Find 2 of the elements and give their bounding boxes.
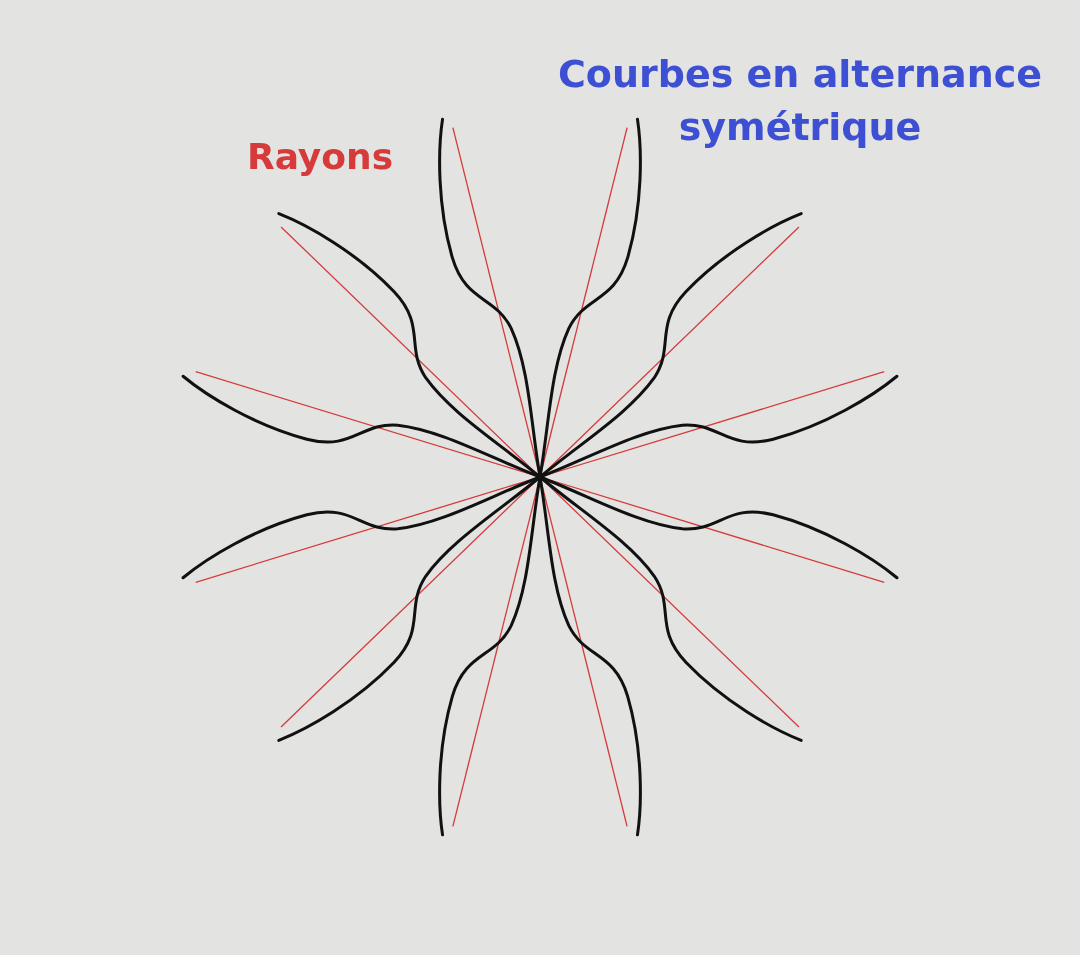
rays-label: Rayons [245,135,395,179]
curves-label: Courbes en alternance symétrique [556,51,1044,152]
